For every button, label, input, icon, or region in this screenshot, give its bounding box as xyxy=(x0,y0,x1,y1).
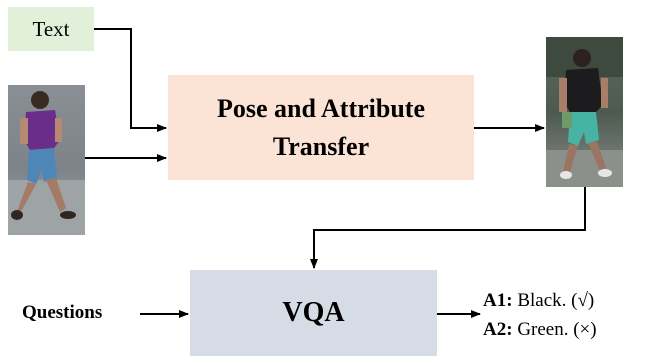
answer-2-text: Green. (×) xyxy=(512,319,597,340)
text-input-box: Text xyxy=(8,7,94,51)
answer-2: A2: Green. (×) xyxy=(483,319,597,341)
arrow-image-to-vqa xyxy=(310,187,586,269)
answer-1: A1: Black. (√) xyxy=(483,290,594,312)
vqa-box: VQA xyxy=(190,270,437,356)
questions-label: Questions xyxy=(22,302,103,323)
answer-1-label: A1: xyxy=(483,290,513,311)
vqa-label: VQA xyxy=(282,297,345,328)
answer-1-text: Black. (√) xyxy=(512,290,595,311)
output-person-image xyxy=(546,37,623,187)
pose-attribute-transfer-box: Pose and Attribute Transfer xyxy=(168,75,474,180)
transfer-title-line-2: Transfer xyxy=(272,131,370,161)
answer-2-label: A2: xyxy=(483,319,513,340)
input-person-image xyxy=(8,85,85,235)
transfer-title-line-1: Pose and Attribute xyxy=(217,93,425,123)
text-input-label: Text xyxy=(32,16,70,41)
arrow-text-to-transfer xyxy=(94,28,167,132)
